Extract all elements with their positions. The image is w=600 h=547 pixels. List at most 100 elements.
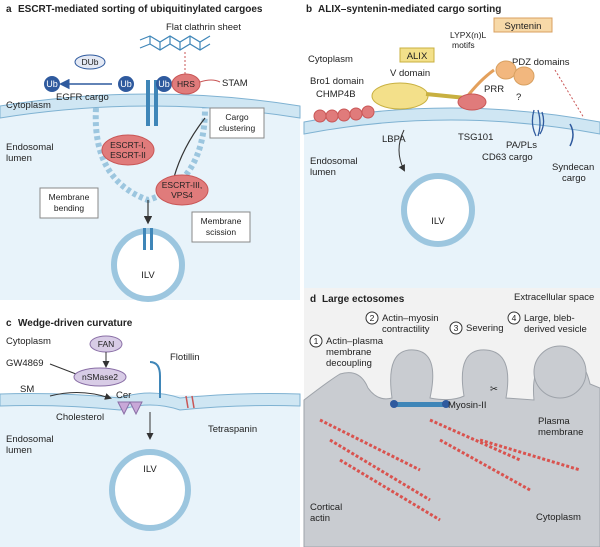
alix-protein [371, 82, 429, 110]
escrt-1-2-line1: ESCRT-I, [110, 140, 146, 150]
tsg101-label: TSG101 [458, 132, 493, 143]
chmp4b-label: CHMP4B [316, 89, 356, 100]
panel-b-title: ALIX–syntenin-mediated cargo sorting [318, 4, 501, 15]
membrane-bending-line1: Membrane [49, 192, 90, 202]
cargo-clustering-box [209, 107, 265, 139]
cholesterol-label: Cholesterol [56, 412, 104, 423]
ilv-label-c: ILV [143, 464, 157, 475]
panel-a: a ESCRT-mediated sorting of ubiquitinyla… [0, 4, 301, 302]
ilv-cargo-a-icon [143, 228, 153, 250]
panel-c-letter: c [6, 318, 12, 329]
tetraspanin-label: Tetraspanin [208, 424, 257, 435]
ub-egfr-label: Ub [120, 79, 132, 89]
gw4869-label: GW4869 [6, 358, 44, 369]
endosome-membrane-a [0, 100, 300, 300]
gw4869-inhibition [49, 363, 77, 375]
cargo-clustering-line2: clustering [219, 123, 256, 133]
syndecan-link [554, 69, 585, 119]
membrane-scission-line2: scission [206, 227, 237, 237]
stam-link [199, 79, 221, 83]
ub-hrs-label: Ub [158, 79, 170, 89]
dub-protein [74, 54, 106, 70]
membrane-scission-line1: Membrane [201, 216, 242, 226]
ilv-vesicle-b [401, 173, 475, 247]
pdz-domains-label: PDZ domains [512, 57, 570, 68]
prr-label: PRR [484, 84, 504, 95]
step2-badge [365, 311, 379, 325]
cytoplasm-label-a: Cytoplasm [6, 100, 51, 111]
bleb-vesicle [533, 345, 587, 399]
cortical-actin-line2: actin [310, 513, 330, 524]
bro1-domain-label: Bro1 domain [310, 76, 364, 87]
syntenin-tag [493, 17, 553, 33]
syntenin-label: Syntenin [505, 21, 542, 32]
ilv-vesicle-a [111, 228, 185, 302]
ub-egfr-icon [118, 76, 134, 92]
ilv-label-a: ILV [141, 270, 155, 281]
ub-hrs-icon [156, 76, 172, 92]
step4-badge [507, 311, 521, 325]
chmp4b-filament-icon [313, 105, 375, 123]
alix-label: ALIX [407, 51, 428, 62]
stam-label: STAM [222, 78, 248, 89]
endosomal-lumen-a-line2: lumen [6, 153, 32, 164]
sm-to-cer-arrow [49, 392, 112, 400]
scissors-icon: ✂ [490, 384, 498, 395]
hrs-label: HRS [177, 79, 195, 89]
endosomal-lumen-c-line2: lumen [6, 445, 32, 456]
cytoplasm-label-b: Cytoplasm [308, 54, 353, 65]
sm-label: SM [20, 384, 34, 395]
flotillin-label: Flotillin [170, 352, 200, 363]
step3-num: 3 [454, 323, 459, 333]
ilv-label-b: ILV [431, 216, 445, 227]
step1-line2: membrane [326, 347, 371, 358]
pdz-domain-2 [513, 66, 535, 86]
membrane-scission-box [191, 211, 251, 243]
panel-a-title: ESCRT-mediated sorting of ubiquitinylate… [18, 4, 263, 15]
lypx-line1: LYPX(n)L [450, 30, 486, 40]
escrt-1-2-line2: ESCRT-II [110, 150, 146, 160]
cytoplasm-label-c: Cytoplasm [6, 336, 51, 347]
tetraspanin-icon [185, 395, 195, 409]
egfr-cargo-label: EGFR cargo [56, 92, 109, 103]
tsg101-protein [457, 93, 487, 111]
hrs-protein [171, 73, 201, 95]
cd63-cargo-icon [531, 109, 545, 137]
flotillin-icon [149, 361, 161, 398]
step4-line1: Large, bleb- [524, 313, 575, 324]
panel-d-letter: d [310, 294, 316, 305]
cer-label: Cer [116, 390, 131, 401]
step1-line1: Actin–plasma [326, 336, 384, 347]
step4-num: 4 [512, 313, 517, 323]
cytoplasm-label-d: Cytoplasm [536, 512, 581, 523]
fan-label: FAN [98, 339, 115, 349]
plasma-membrane-line1: Plasma [538, 416, 570, 427]
panel-d: d Large ectosomes Extracellular space My… [303, 288, 600, 547]
escrt-3-line2: VPS4 [171, 190, 193, 200]
escrt-1-2-protein [101, 134, 155, 166]
nsmase2-protein [73, 367, 127, 387]
alix-tag [399, 47, 435, 63]
escrt-3-line1: ESCRT-III, [162, 180, 202, 190]
flat-clathrin-sheet-label: Flat clathrin sheet [166, 22, 241, 33]
myosin-label: Myosin-II [448, 400, 487, 411]
membrane-bending-line2: bending [54, 203, 85, 213]
membrane-band-c [0, 392, 301, 411]
endosomal-lumen-b-line1: Endosomal [310, 156, 358, 167]
endosomal-lumen-a-line1: Endosomal [6, 142, 54, 153]
step4-line2: derived vesicle [524, 324, 587, 335]
step3-line1: Severing [466, 323, 504, 334]
step2-line1: Actin–myosin [382, 313, 439, 324]
step1-num: 1 [314, 336, 319, 346]
lypx-line2: motifs [452, 40, 475, 50]
clathrin-sheet-icon [139, 35, 211, 51]
panel-c-title: Wedge-driven curvature [18, 318, 133, 329]
endosomal-lumen-b-line2: lumen [310, 167, 336, 178]
dub-label: DUb [81, 57, 98, 67]
pa-pls-label: PA/PLs [506, 140, 537, 151]
cortical-actin-line1: Cortical [310, 502, 342, 513]
extracellular-space-label: Extracellular space [514, 292, 594, 303]
cortical-actin-icon [319, 418, 581, 522]
panel-b-letter: b [306, 4, 312, 15]
